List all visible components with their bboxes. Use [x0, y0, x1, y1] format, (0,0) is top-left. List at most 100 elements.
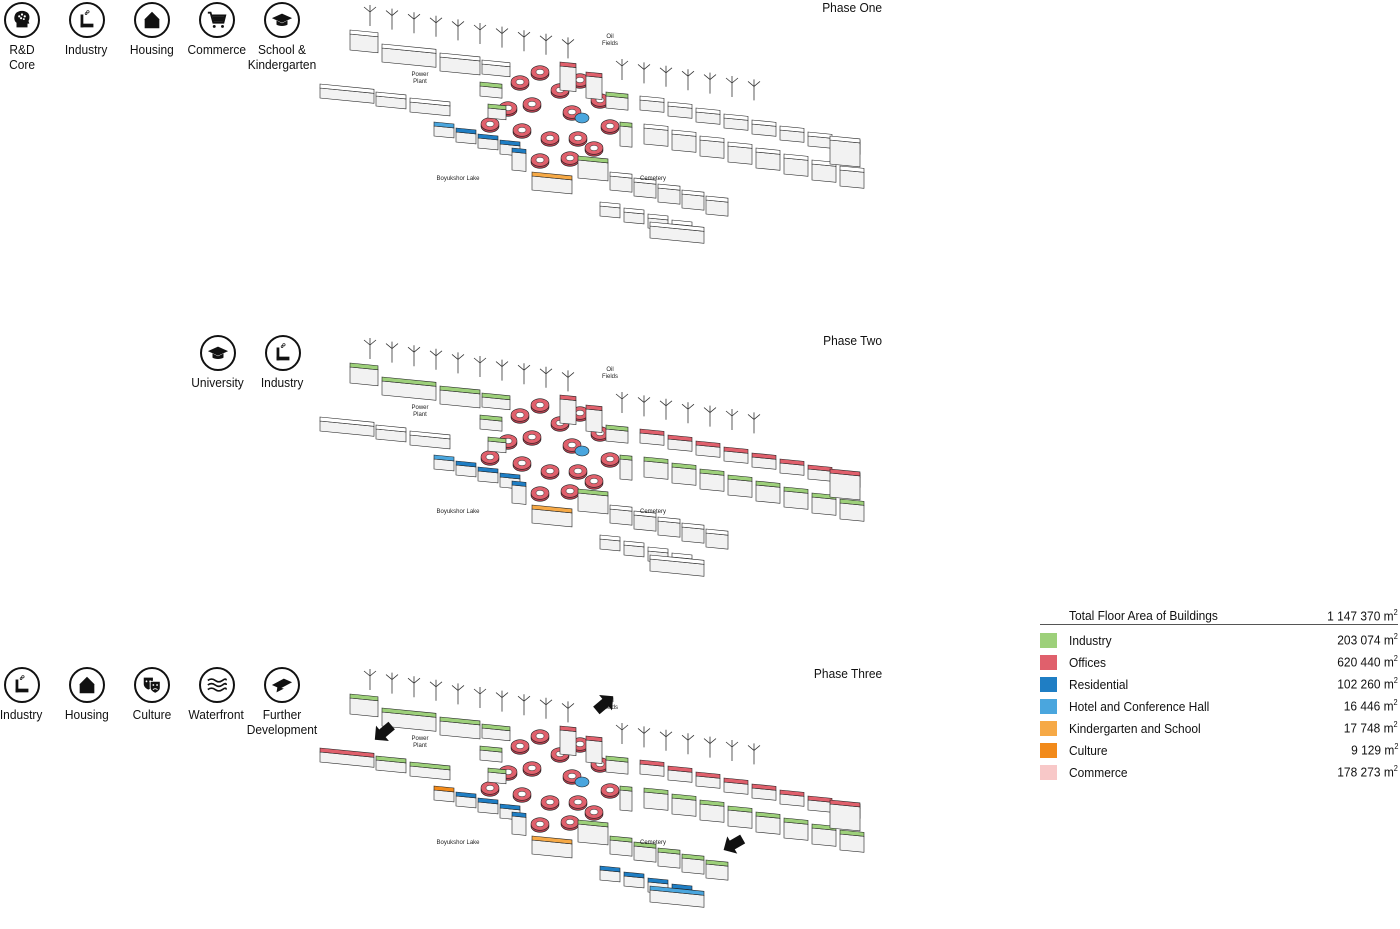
core-tower-2: [585, 71, 603, 100]
south-green-1: [577, 819, 609, 846]
south-row-4: [705, 528, 729, 550]
block-nw-1: [349, 29, 379, 54]
office-ring-5: [522, 761, 542, 777]
legend-swatch: [1040, 654, 1057, 670]
icon-label: R&D Core: [8, 42, 35, 72]
legend-swatch: [1040, 720, 1057, 736]
house-icon: [76, 674, 98, 696]
phase-three-icon-waterfront: Waterfront: [184, 667, 249, 737]
south-end-block: [649, 554, 705, 577]
east-row2-2: [699, 468, 725, 492]
block-w-2: [375, 755, 407, 774]
office-ring-1: [530, 65, 550, 81]
block-residential-0: [433, 454, 455, 472]
office-ring-9: [540, 464, 560, 480]
south-row2-1: [623, 871, 645, 889]
legend-item-name: Commerce: [1069, 764, 1128, 780]
south-row2-1: [623, 207, 645, 225]
east-row2-7: [839, 498, 865, 522]
east-row2-6: [811, 823, 837, 847]
direction-arrow-icon: [723, 834, 746, 854]
east-end-block: [829, 135, 861, 168]
block-nw-1: [349, 693, 379, 718]
flying-cap-icon: [271, 674, 293, 696]
south-row2-0: [599, 534, 621, 552]
office-ring-13: [560, 151, 580, 167]
icon-label: Industry: [261, 375, 304, 390]
icon-label: Further Development: [246, 707, 317, 737]
south-row-3: [681, 189, 705, 211]
block-w-3: [409, 430, 451, 450]
core-green-1: [479, 414, 503, 432]
phase-one-icon-industry: Industry: [54, 2, 119, 72]
east-row2-6: [811, 492, 837, 516]
shopping-cart-icon: [206, 9, 228, 31]
core-green-1: [479, 745, 503, 763]
phase-one-icon-housing: Housing: [119, 2, 184, 72]
legend-swatch: [1040, 676, 1057, 692]
east-row1-5: [779, 458, 805, 476]
south-row-4: [705, 859, 729, 881]
south-end-block: [649, 221, 705, 244]
legend-total-row: Total Floor Area of Buildings 1 147 370 …: [1040, 608, 1398, 625]
office-ring-11: [600, 783, 620, 799]
brain-head-icon: [11, 9, 33, 31]
map-label-cemetery: Cemetery: [640, 176, 666, 182]
rd-core-cluster: [480, 729, 620, 833]
south-end-block: [649, 885, 705, 908]
office-ring-15: [480, 781, 500, 797]
block-residential-2: [477, 133, 499, 151]
phase-three-icon-culture: Culture: [119, 667, 184, 737]
east-row2-3: [727, 805, 753, 829]
east-end-block: [829, 799, 861, 832]
block-residential-0: [433, 121, 455, 139]
phase-one-icon-rd-core: R&D Core: [0, 2, 54, 72]
block-residential-5: [511, 811, 527, 836]
block-residential-2: [477, 797, 499, 815]
hotel-ring: [574, 776, 590, 788]
office-ring-0: [510, 408, 530, 424]
office-ring-9: [540, 795, 560, 811]
icon-label: Housing: [129, 42, 174, 57]
office-ring-12: [530, 153, 550, 169]
east-row2-7: [839, 829, 865, 853]
icon-label: Industry: [0, 707, 43, 722]
legend-swatch: [1040, 632, 1057, 648]
east-row1-0: [639, 95, 665, 113]
icon-label: Waterfront: [188, 707, 245, 722]
office-ring-11: [600, 452, 620, 468]
block-w-1: [319, 83, 375, 104]
east-row1-2: [695, 107, 721, 125]
east-row2-0: [643, 456, 669, 480]
south-row-0: [609, 835, 633, 857]
east-row1-3: [723, 446, 749, 464]
block-w-3: [409, 97, 451, 117]
south-row-2: [657, 183, 681, 205]
south-green-1: [577, 155, 609, 182]
icon-label: Industry: [65, 42, 108, 57]
east-row1-3: [723, 777, 749, 795]
map-label-lake: Boyukshor Lake: [436, 176, 480, 182]
south-row-2: [657, 847, 681, 869]
east-row1-4: [751, 119, 777, 137]
east-row1-5: [779, 789, 805, 807]
block-school: [531, 835, 573, 859]
south-row-1: [633, 841, 657, 863]
office-ring-10: [568, 464, 588, 480]
office-ring-13: [560, 484, 580, 500]
east-row2-5: [783, 486, 809, 510]
phase-three-icon-group: Industry Housing Culture Waterfront Furt…: [0, 667, 317, 737]
block-residential-1: [455, 127, 477, 145]
south-row-0: [609, 504, 633, 526]
legend-item-value: 203 074 m2: [1337, 632, 1398, 648]
east-row1-4: [751, 452, 777, 470]
direction-arrow-icon: [593, 695, 614, 715]
